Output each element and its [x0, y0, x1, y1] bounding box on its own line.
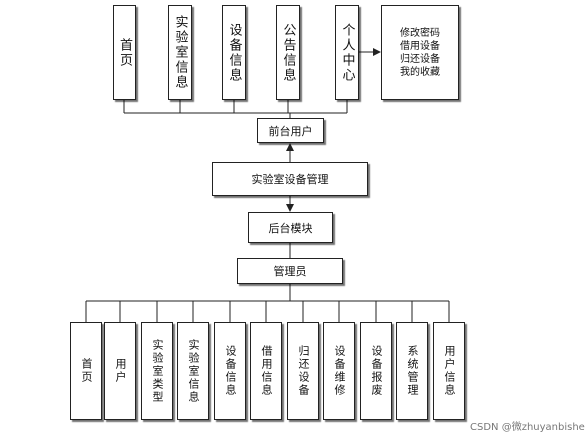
system-label: 实验室设备管理	[251, 173, 329, 186]
bottom-module-label: 用户信息	[443, 345, 456, 397]
bottom-module-label: 设备维修	[333, 345, 346, 397]
bottom-module-label: 实验室类型	[151, 338, 164, 404]
top-module-notice-info: 公告信息	[276, 5, 300, 100]
bottom-module-label: 用户	[114, 358, 127, 384]
admin-label: 管理员	[273, 265, 307, 278]
top-module-label: 公告信息	[280, 22, 296, 83]
front-user-label: 前台用户	[268, 124, 313, 138]
bottom-module-return-device: 归还设备	[287, 322, 319, 420]
personal-center-items-box: 修改密码 借用设备 归还设备 我的收藏	[381, 5, 459, 100]
bottom-module-device-repair: 设备维修	[323, 322, 355, 420]
front-user-box: 前台用户	[257, 118, 324, 143]
top-module-personal-center: 个人中心	[335, 5, 359, 100]
personal-center-item: 我的收藏	[400, 66, 440, 78]
top-module-lab-info: 实验室信息	[168, 5, 192, 100]
watermark: CSDN @微zhuyanbishe	[470, 422, 585, 433]
bottom-module-label: 归还设备	[297, 345, 310, 397]
bottom-module-label: 实验室信息	[187, 338, 200, 404]
bottom-module-user-info: 用户信息	[433, 322, 465, 420]
bottom-module-label: 设备报废	[370, 345, 383, 397]
backend-box: 后台模块	[248, 212, 333, 243]
bottom-module-home: 首页	[70, 322, 102, 420]
backend-label: 后台模块	[268, 221, 313, 235]
bottom-module-lab-info: 实验室信息	[177, 322, 209, 420]
top-module-device-info: 设备信息	[222, 5, 246, 100]
personal-center-item: 归还设备	[400, 53, 440, 65]
bottom-module-label: 首页	[80, 358, 93, 384]
bottom-module-lab-type: 实验室类型	[141, 322, 173, 420]
top-module-label: 设备信息	[226, 22, 242, 83]
top-module-label: 个人中心	[339, 22, 355, 83]
bottom-module-user: 用户	[104, 322, 136, 420]
top-module-label: 实验室信息	[172, 15, 188, 90]
bottom-module-device-info: 设备信息	[214, 322, 246, 420]
top-module-label: 首页	[117, 37, 132, 68]
bottom-module-borrow-info: 借用信息	[250, 322, 282, 420]
personal-center-item: 借用设备	[400, 40, 440, 52]
bottom-module-system-management: 系统管理	[396, 322, 428, 420]
bottom-module-label: 借用信息	[260, 345, 273, 397]
bottom-module-label: 设备信息	[224, 345, 237, 397]
bottom-module-label: 系统管理	[406, 345, 419, 397]
bottom-module-device-scrap: 设备报废	[360, 322, 392, 420]
admin-box: 管理员	[237, 258, 343, 284]
system-box: 实验室设备管理	[212, 162, 368, 196]
personal-center-item: 修改密码	[400, 27, 440, 39]
top-module-home: 首页	[113, 5, 136, 100]
